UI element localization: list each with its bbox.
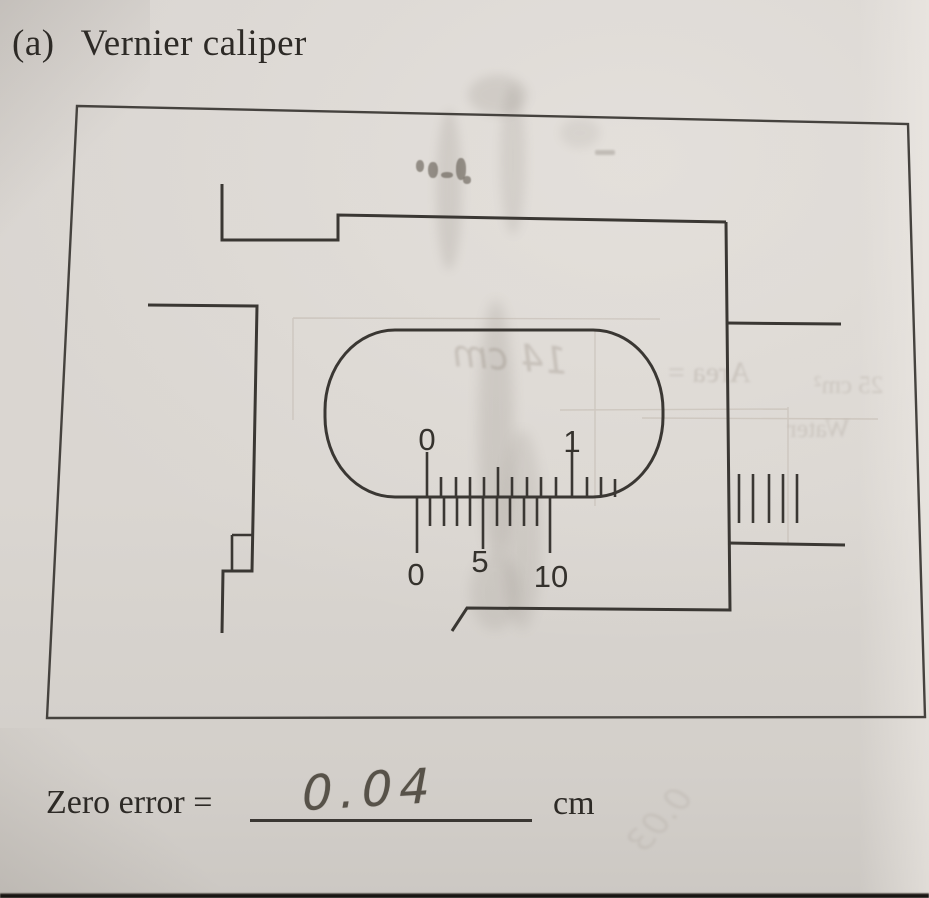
question-title: Vernier caliper <box>80 23 307 64</box>
caliper-jaw-notch <box>230 533 252 571</box>
question-heading: (a) Vernier caliper <box>12 22 307 65</box>
scan-edge-shadow <box>0 893 929 898</box>
answer-value-handwritten: 0.04 <box>301 757 437 823</box>
question-index: (a) <box>12 23 55 64</box>
main-scale <box>425 452 617 497</box>
caliper-fixed-jaw-outline <box>220 184 727 242</box>
caliper-movable-jaw-outline <box>147 303 259 634</box>
zero-error-label: Zero error = <box>46 784 213 821</box>
ink-speck <box>428 162 438 178</box>
caliper-beam-extension <box>725 321 846 547</box>
bleedthrough-lines <box>292 317 879 544</box>
main-scale-label-1: 1 <box>563 424 580 459</box>
answer-blank-line <box>250 819 532 822</box>
beam-scale-ticks <box>737 474 799 523</box>
vernier-scale-label-5: 5 <box>471 544 488 579</box>
ink-speck <box>416 160 424 172</box>
vernier-scale-label-10: 10 <box>534 559 568 594</box>
ink-speck <box>463 176 471 184</box>
vernier-scale-label-0: 0 <box>407 557 424 592</box>
vernier-scale <box>415 497 552 553</box>
main-scale-label-0: 0 <box>418 422 435 457</box>
ink-speck <box>441 172 453 178</box>
diagram-frame <box>45 104 927 720</box>
ink-speck <box>456 158 466 180</box>
answer-unit: cm <box>553 785 595 822</box>
magnified-scale-window <box>323 328 665 499</box>
caliper-body-outline <box>450 221 732 632</box>
